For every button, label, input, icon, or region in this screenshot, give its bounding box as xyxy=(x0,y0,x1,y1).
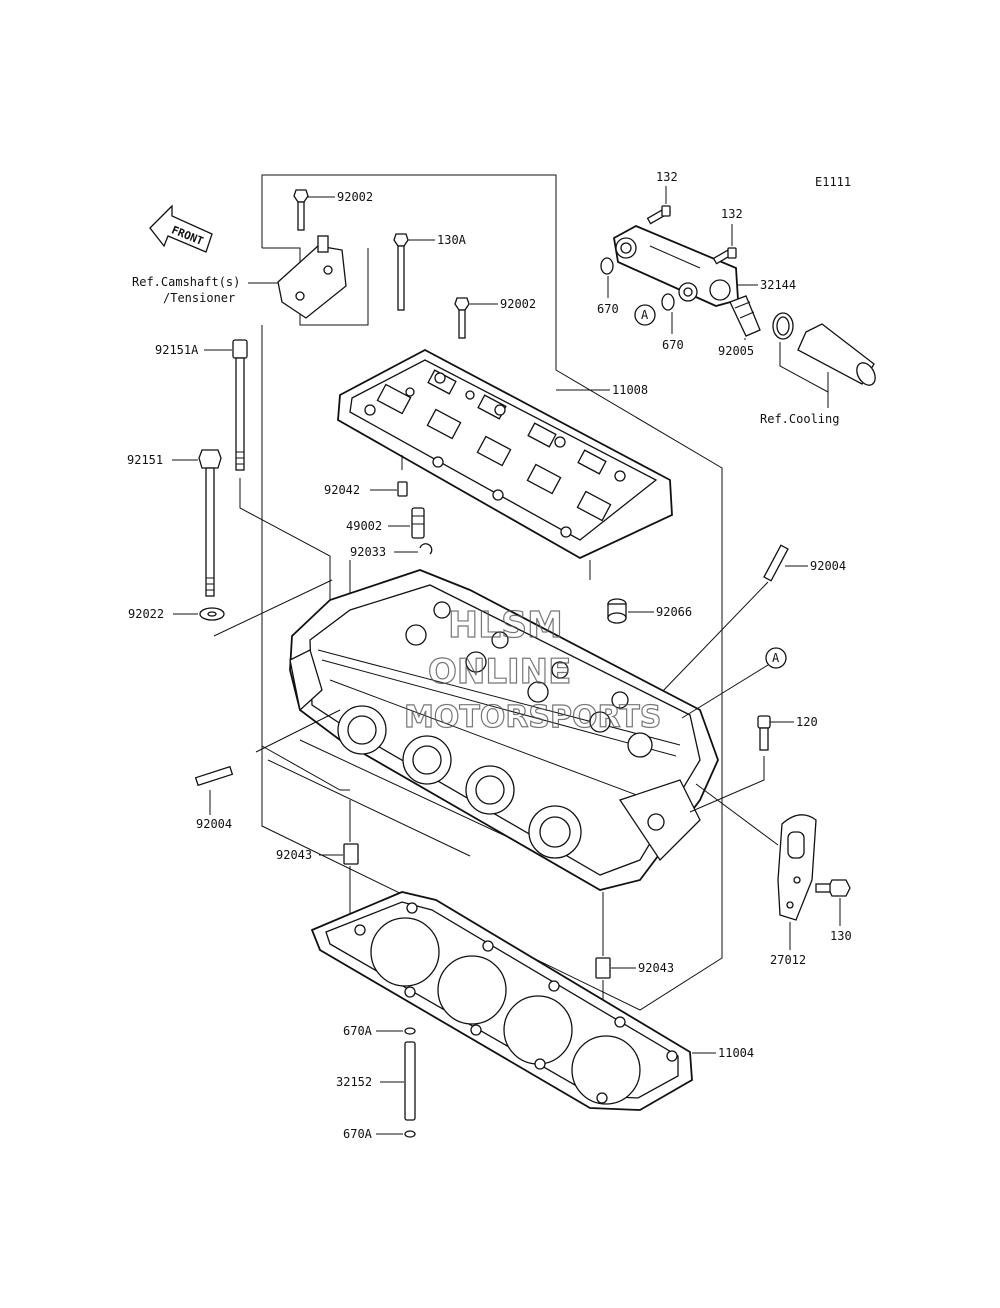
callout-27012[interactable]: 27012 xyxy=(770,953,806,967)
callout-49002[interactable]: 49002 xyxy=(346,519,382,533)
marker-a-pipe-label: A xyxy=(641,308,649,322)
bracket-27012 xyxy=(777,814,817,921)
callout-92022[interactable]: 92022 xyxy=(128,607,164,621)
callout-92004-right[interactable]: 92004 xyxy=(810,559,846,573)
circlip-92033 xyxy=(419,543,433,555)
callout-670A-lower[interactable]: 670A xyxy=(343,1127,373,1141)
front-arrow-icon: FRONT xyxy=(149,204,213,253)
o-ring-670A-upper xyxy=(404,1027,416,1035)
dowel-92043-left xyxy=(343,843,359,865)
ref-camshaft-label: Ref.Camshaft(s) xyxy=(132,275,240,289)
bolt-132-right xyxy=(712,247,737,265)
water-pipe-32144 xyxy=(613,225,739,307)
callout-132-right[interactable]: 132 xyxy=(721,207,743,221)
hose-clamp-part xyxy=(772,312,794,340)
marker-a-pipe xyxy=(634,304,656,326)
o-ring-670-left xyxy=(600,257,614,275)
bolt-92151 xyxy=(198,449,222,597)
ref-cooling-label: Ref.Cooling xyxy=(760,412,839,426)
bolt-92002-top xyxy=(293,189,309,231)
stud-92004-left xyxy=(194,765,234,787)
callout-92043-left[interactable]: 92043 xyxy=(276,848,312,862)
head-gasket-11004 xyxy=(310,891,693,1111)
diagram-code: E1111 xyxy=(815,175,851,189)
watermark-line3: MOTORSPORTS xyxy=(404,700,661,735)
seal-92066 xyxy=(607,598,627,624)
coolant-hose-part xyxy=(797,323,876,386)
bolt-132-left xyxy=(646,205,671,225)
callout-32144[interactable]: 32144 xyxy=(760,278,796,292)
bolt-92002-second xyxy=(454,297,470,339)
adjuster-49002 xyxy=(411,507,425,539)
cylinder-head-part xyxy=(289,569,719,891)
bolt-92151A xyxy=(232,339,248,471)
callout-132-left[interactable]: 132 xyxy=(656,170,678,184)
washer-92022 xyxy=(199,607,225,621)
callout-92002-top[interactable]: 92002 xyxy=(337,190,373,204)
fitting-92005 xyxy=(729,295,761,337)
bolt-130A xyxy=(393,233,409,311)
marker-a-head xyxy=(765,647,787,669)
watermark: HLSM ONLINE MOTORSPORTS xyxy=(403,604,662,735)
ref-tensioner-label: /Tensioner xyxy=(163,291,235,305)
callout-92005[interactable]: 92005 xyxy=(718,344,754,358)
o-ring-670-right xyxy=(661,293,675,311)
watermark-line1: HLSM xyxy=(448,605,563,646)
dowel-92042 xyxy=(397,481,408,497)
callout-120[interactable]: 120 xyxy=(796,715,818,729)
cam-holder-11008 xyxy=(337,348,673,560)
callout-11008[interactable]: 11008 xyxy=(612,383,648,397)
callout-92066[interactable]: 92066 xyxy=(656,605,692,619)
callout-130A[interactable]: 130A xyxy=(437,233,467,247)
callout-92043-right[interactable]: 92043 xyxy=(638,961,674,975)
tensioner-part xyxy=(277,235,347,319)
callout-11004[interactable]: 11004 xyxy=(718,1046,754,1060)
stud-92004-right xyxy=(763,544,789,582)
watermark-line2: ONLINE xyxy=(428,652,571,692)
callout-130[interactable]: 130 xyxy=(830,929,852,943)
callout-92004-left[interactable]: 92004 xyxy=(196,817,232,831)
dowel-92043-right xyxy=(595,957,611,979)
callout-92033[interactable]: 92033 xyxy=(350,545,386,559)
pipe-32152 xyxy=(404,1041,416,1121)
callout-92151[interactable]: 92151 xyxy=(127,453,163,467)
callout-32152[interactable]: 32152 xyxy=(336,1075,372,1089)
callout-670A-upper[interactable]: 670A xyxy=(343,1024,373,1038)
callout-92042[interactable]: 92042 xyxy=(324,483,360,497)
bolt-130 xyxy=(815,879,851,897)
callout-670-left[interactable]: 670 xyxy=(597,302,619,316)
callout-92151A[interactable]: 92151A xyxy=(155,343,199,357)
callout-92002-second[interactable]: 92002 xyxy=(500,297,536,311)
callout-670-right[interactable]: 670 xyxy=(662,338,684,352)
o-ring-670A-lower xyxy=(404,1130,416,1138)
marker-a-head-label: A xyxy=(772,651,780,665)
bolt-120 xyxy=(757,715,771,751)
